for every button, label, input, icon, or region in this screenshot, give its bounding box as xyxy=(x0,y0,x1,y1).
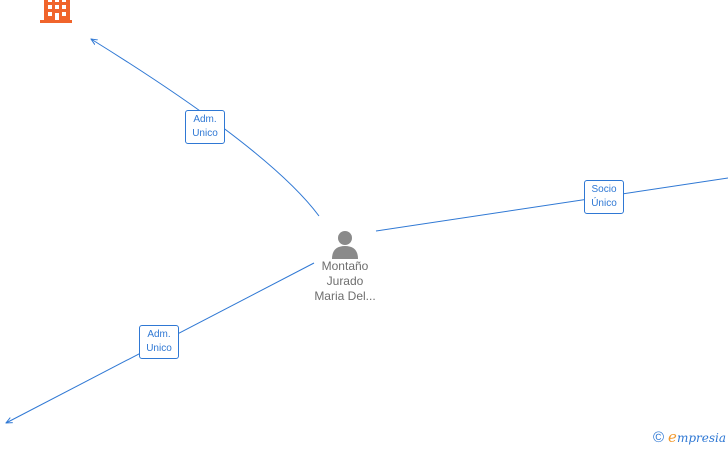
edge-label-line-2: Unico xyxy=(192,128,218,139)
edge-label-adm-unico-top[interactable]: Adm. Unico xyxy=(185,110,225,144)
edge-label-line-1: Socio xyxy=(591,184,617,195)
footer-brand: © empresia xyxy=(653,428,726,446)
person-name-line-2: Jurado xyxy=(326,274,364,288)
person-name-line-3: Maria Del... xyxy=(314,289,376,303)
company-node[interactable] xyxy=(40,0,74,29)
edge-label-line-2: Unico xyxy=(146,343,172,354)
brand-rest: mpresia xyxy=(676,431,726,445)
edge-label-line-2: Único xyxy=(591,198,617,209)
edge-label-line-1: Adm. xyxy=(193,114,217,125)
brand-initial: e xyxy=(668,428,677,446)
person-icon xyxy=(332,231,358,259)
building-icon xyxy=(40,0,74,23)
edge-label-socio-unico[interactable]: Socio Único xyxy=(584,180,624,214)
edge-label-line-1: Adm. xyxy=(147,329,171,340)
copyright-symbol: © xyxy=(652,428,665,446)
person-name: Montaño Jurado Maria Del... xyxy=(300,259,390,304)
edge-label-adm-unico-bottom[interactable]: Adm. Unico xyxy=(139,325,179,359)
person-name-line-1: Montaño xyxy=(321,259,369,273)
edge-line-right xyxy=(375,177,728,232)
brand-logo: empresia xyxy=(668,428,726,446)
edge-line-top-left xyxy=(91,39,320,217)
person-node[interactable]: Montaño Jurado Maria Del... xyxy=(300,229,390,304)
